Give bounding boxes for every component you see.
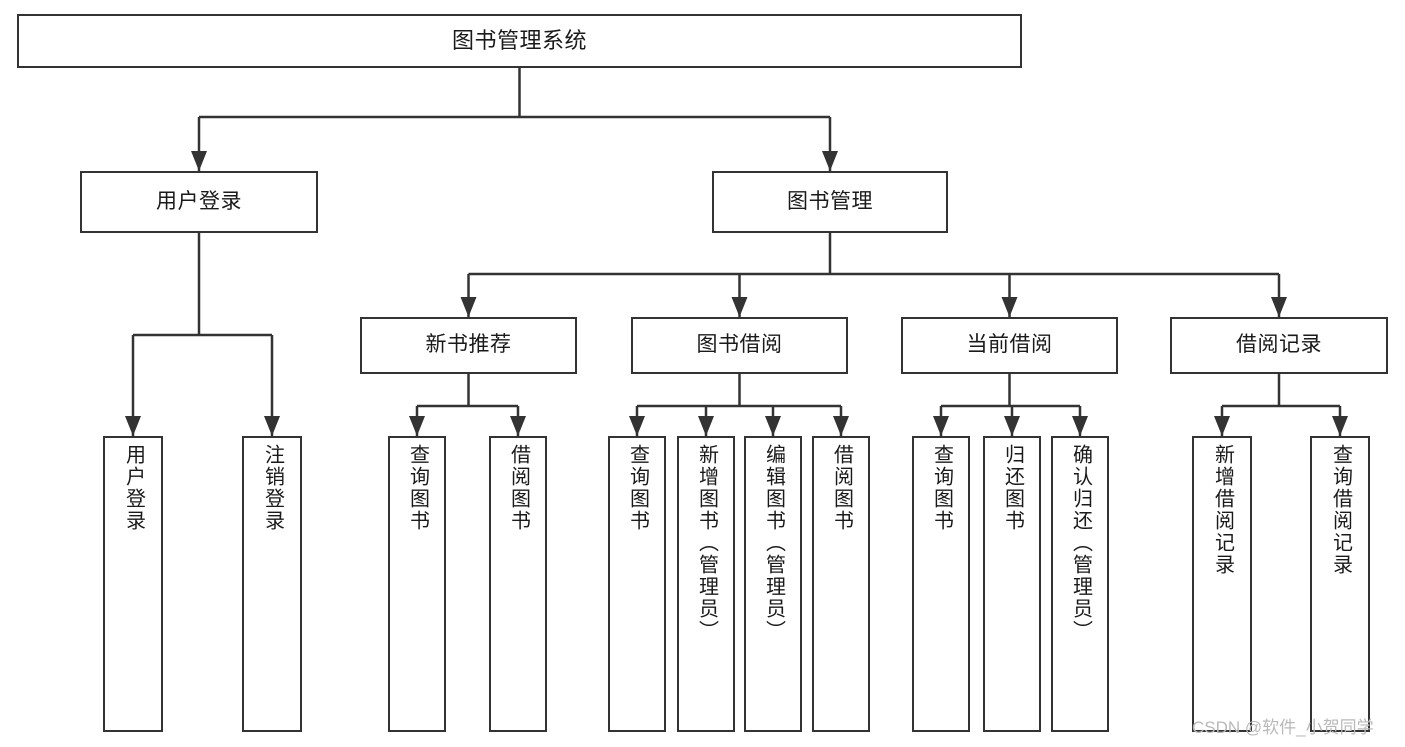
node-leaf_add_rec[interactable]: 新增借阅记录 — [1192, 436, 1252, 732]
arrow-head — [191, 151, 207, 171]
arrow-head — [698, 416, 714, 436]
node-label-leaf_q_book_1: 查询图书 — [406, 444, 429, 532]
node-leaf_add_book[interactable]: 新增图书（管理员） — [677, 436, 735, 732]
arrow-head — [1004, 416, 1020, 436]
node-leaf_borrow_2[interactable]: 借阅图书 — [812, 436, 870, 732]
node-label-leaf_q_book_2: 查询图书 — [626, 444, 649, 532]
node-label-leaf_q_book_3: 查询图书 — [930, 444, 953, 532]
node-user_login[interactable]: 用户登录 — [80, 171, 318, 233]
node-leaf_borrow_1[interactable]: 借阅图书 — [489, 436, 547, 732]
arrow-head — [1271, 297, 1287, 317]
node-book_borrow[interactable]: 图书借阅 — [631, 317, 848, 374]
arrow-head — [765, 416, 781, 436]
arrow-head — [264, 416, 280, 436]
node-label-book_mgmt: 图书管理 — [787, 189, 873, 213]
arrow-head — [1001, 297, 1018, 317]
node-leaf_return[interactable]: 归还图书 — [983, 436, 1041, 732]
arrow-head — [125, 416, 141, 436]
node-leaf_q_book_3[interactable]: 查询图书 — [912, 436, 970, 732]
node-label-root: 图书管理系统 — [451, 28, 587, 54]
node-label-book_borrow: 图书借阅 — [696, 333, 783, 357]
arrow-head — [822, 151, 838, 171]
node-new_book_rec[interactable]: 新书推荐 — [360, 317, 577, 374]
node-label-borrow_record: 借阅记录 — [1236, 333, 1322, 357]
node-root[interactable]: 图书管理系统 — [17, 14, 1022, 68]
watermark: CSDN @软件_小贺同学 — [1192, 718, 1374, 737]
node-label-leaf_add_book: 新增图书（管理员） — [695, 444, 718, 642]
node-label-leaf_confirm: 确认归还（管理员） — [1069, 444, 1092, 642]
arrow-head — [833, 416, 849, 436]
node-label-user_login: 用户登录 — [156, 189, 242, 213]
node-leaf_user_login[interactable]: 用户登录 — [103, 436, 163, 732]
arrow-head — [629, 416, 645, 436]
arrow-head — [510, 416, 526, 436]
node-label-leaf_logout: 注销登录 — [261, 444, 284, 532]
node-label-leaf_user_login: 用户登录 — [122, 444, 145, 532]
node-label-leaf_add_rec: 新增借阅记录 — [1211, 444, 1234, 576]
arrow-head — [1214, 416, 1230, 436]
node-label-leaf_q_rec: 查询借阅记录 — [1329, 444, 1352, 576]
node-label-leaf_borrow_1: 借阅图书 — [507, 444, 530, 532]
arrow-head — [1332, 416, 1348, 436]
node-leaf_edit_book[interactable]: 编辑图书（管理员） — [744, 436, 802, 732]
node-leaf_logout[interactable]: 注销登录 — [242, 436, 302, 732]
arrow-head — [933, 416, 949, 436]
arrow-head — [460, 297, 477, 317]
arrow-head — [409, 416, 425, 436]
node-leaf_q_rec[interactable]: 查询借阅记录 — [1310, 436, 1370, 732]
node-leaf_q_book_1[interactable]: 查询图书 — [388, 436, 446, 732]
node-label-current_borrow: 当前借阅 — [966, 333, 1053, 357]
node-label-new_book_rec: 新书推荐 — [425, 333, 512, 357]
node-leaf_confirm[interactable]: 确认归还（管理员） — [1051, 436, 1109, 732]
node-label-leaf_edit_book: 编辑图书（管理员） — [762, 444, 785, 642]
arrow-head — [731, 297, 748, 317]
node-label-leaf_return: 归还图书 — [1001, 444, 1024, 532]
arrow-head — [1072, 416, 1088, 436]
node-label-leaf_borrow_2: 借阅图书 — [830, 444, 853, 532]
node-current_borrow[interactable]: 当前借阅 — [901, 317, 1118, 374]
node-borrow_record[interactable]: 借阅记录 — [1170, 317, 1388, 374]
node-leaf_q_book_2[interactable]: 查询图书 — [608, 436, 666, 732]
node-book_mgmt[interactable]: 图书管理 — [712, 171, 948, 233]
